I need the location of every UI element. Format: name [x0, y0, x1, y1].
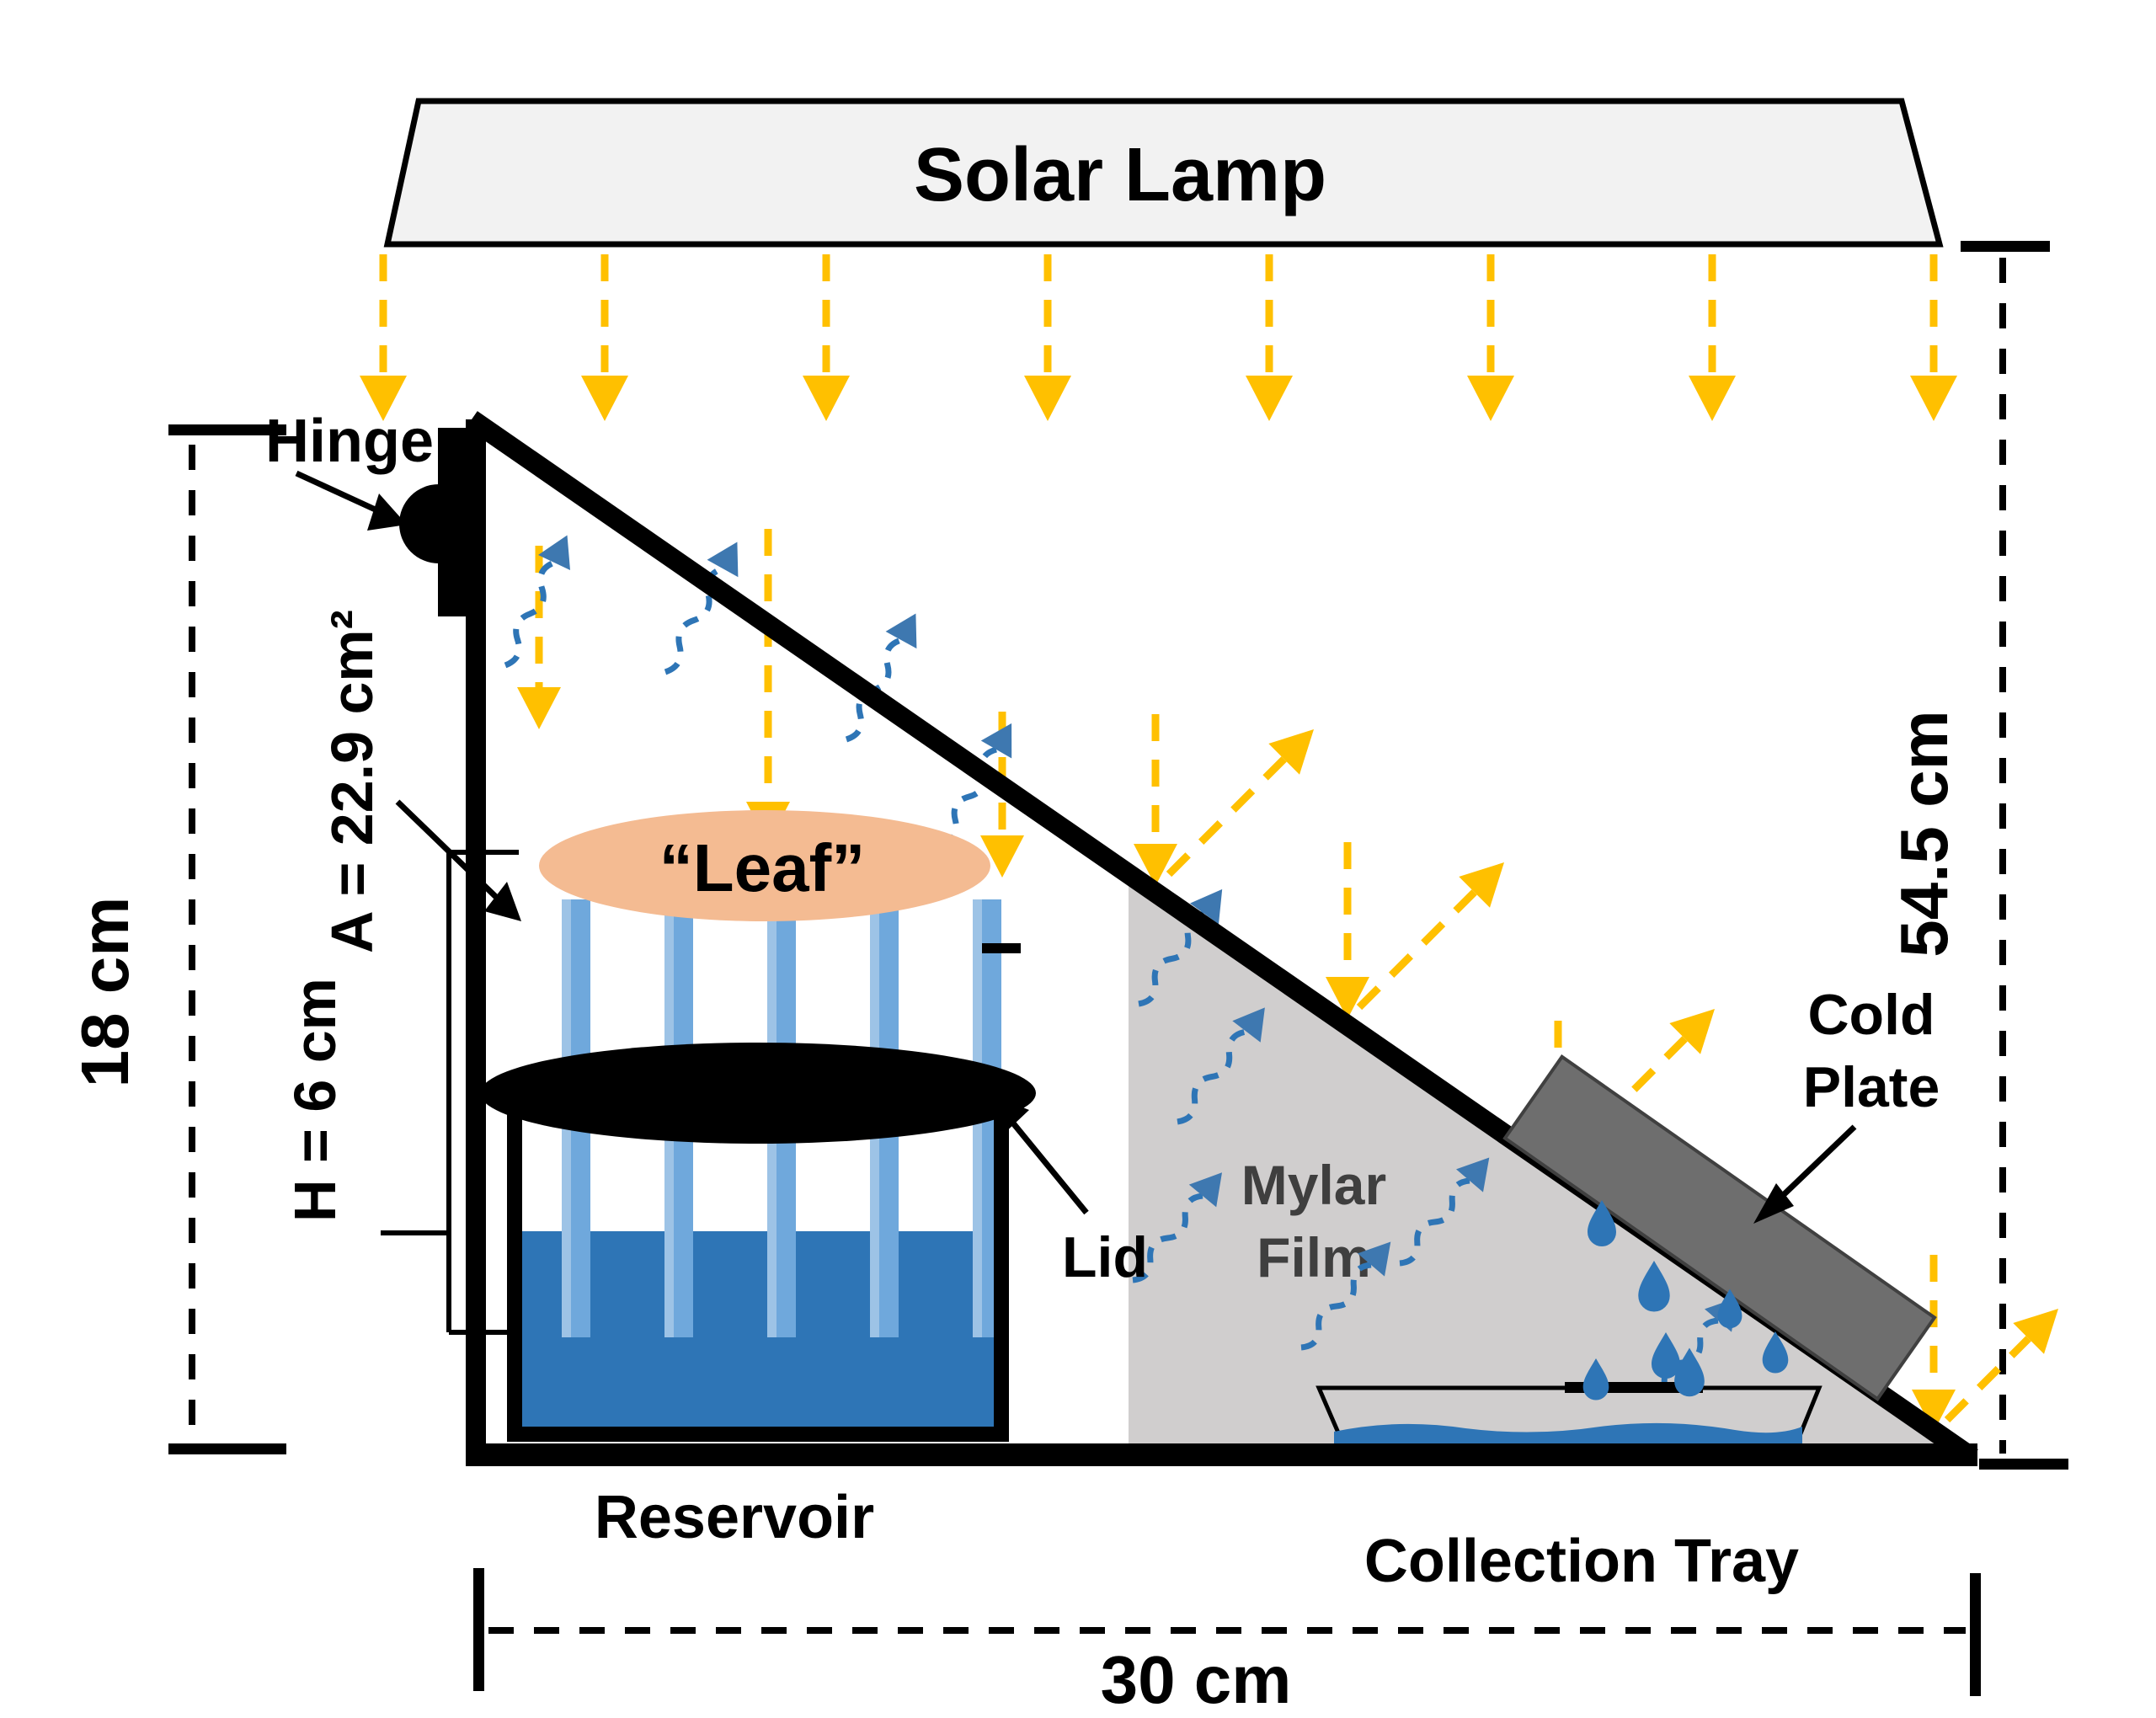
- solar-lamp: Solar Lamp: [383, 98, 1944, 248]
- cold-plate-label-line2: Plate: [1803, 1055, 1940, 1119]
- cold-plate-arrow: [1771, 1124, 1857, 1207]
- hinge-arrow: [295, 470, 382, 515]
- cold-plate-body: [1502, 1054, 1937, 1401]
- dim-30-right-tick: [1970, 1573, 1981, 1696]
- dimension-30: 30 cm: [473, 1568, 1981, 1717]
- reservoir-water: [519, 1231, 997, 1442]
- leaf-area-arrow: [395, 799, 501, 902]
- cold-plate-arrow-head-icon: [1753, 1183, 1794, 1224]
- collection-tray-water: [1334, 1422, 1802, 1450]
- leaf-label: “Leaf”: [659, 830, 866, 905]
- capillary-height-label: H = 6 cm: [282, 978, 348, 1222]
- hinge-pin-icon: [399, 484, 478, 563]
- dim-54-5-top-tick: [1961, 241, 2050, 252]
- mylar-film-label-line2: Film: [1257, 1226, 1371, 1288]
- dim-30-left-tick: [473, 1568, 484, 1691]
- leaf-area-arrow-head-icon: [484, 882, 521, 921]
- collection-tray-label: Collection Tray: [1364, 1528, 1799, 1595]
- collection-tray: [1315, 1382, 1822, 1453]
- dim-54-5-bottom-tick: [1979, 1459, 2068, 1470]
- cold-plate: Cold Plate: [1502, 983, 1940, 1401]
- dimension-54-5: 54.5 cm: [1886, 241, 2068, 1470]
- light-beam-arrows-icon: [517, 529, 2058, 1432]
- dimension-18: 18 cm: [67, 424, 286, 1454]
- dim-18-label: 18 cm: [67, 897, 142, 1088]
- dim-30-label: 30 cm: [1101, 1642, 1292, 1717]
- condensate-drip-icons: [1582, 1200, 1789, 1401]
- sun-ray-arrows-icon: [360, 254, 1957, 421]
- dim-18-top-tick: [168, 424, 286, 435]
- hinge: Hinge: [265, 408, 483, 616]
- hinge-arrow-head-icon: [367, 494, 407, 531]
- lid-arrow: [1008, 1118, 1089, 1215]
- cold-plate-label-line1: Cold: [1807, 983, 1935, 1047]
- artificial-leaf: [539, 810, 990, 921]
- reservoir-walls: [507, 1095, 1009, 1442]
- dim-18-bottom-tick: [168, 1443, 286, 1454]
- capillary-height-bracket: H = 6 cm: [282, 850, 519, 1335]
- hinge-label: Hinge: [265, 408, 434, 475]
- leaf-level-tick: [982, 943, 1021, 953]
- reservoir-lid: [480, 1043, 1036, 1144]
- leaf-area-label: A = 22.9 cm²: [319, 610, 385, 953]
- solar-lamp-housing: [383, 98, 1944, 248]
- mylar-film-label-line1: Mylar: [1241, 1154, 1386, 1216]
- reservoir-assembly: “Leaf” Lid A = 22.9 cm² H = 6 cm: [282, 610, 1148, 1442]
- dim-54-5-label: 54.5 cm: [1886, 710, 1961, 958]
- lid-arrow-head-icon: [990, 1095, 1029, 1137]
- solar-lamp-label: Solar Lamp: [914, 133, 1326, 217]
- reservoir-label: Reservoir: [595, 1484, 874, 1551]
- enclosure-base: [466, 1443, 1977, 1466]
- lid-label: Lid: [1062, 1225, 1148, 1289]
